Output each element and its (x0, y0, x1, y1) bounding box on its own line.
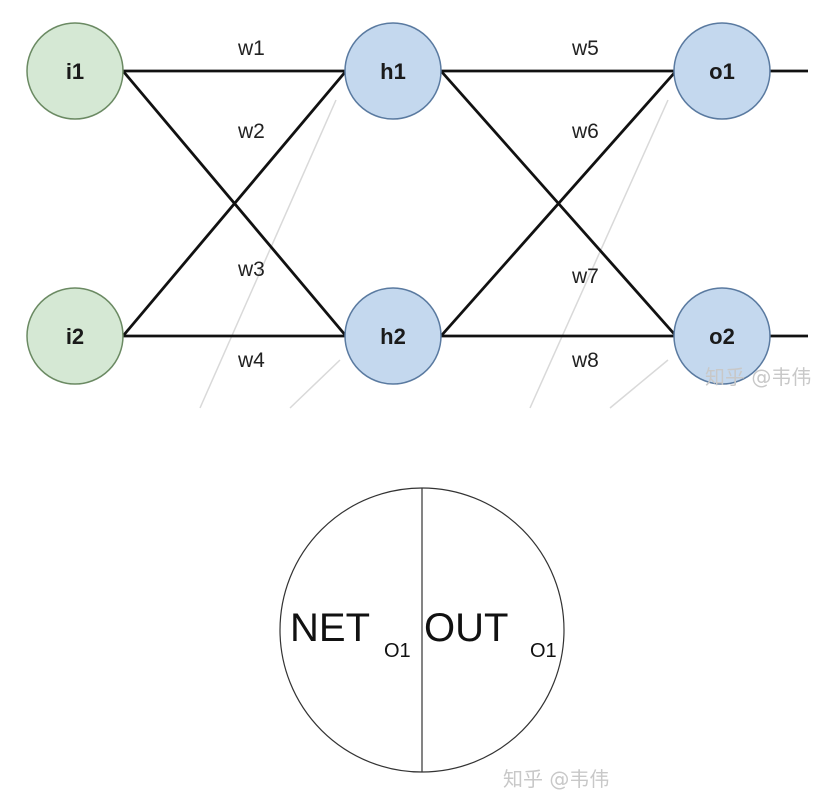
weight-label-w7: w7 (571, 265, 599, 288)
weight-label-w5: w5 (571, 37, 599, 60)
net-subscript: O1 (384, 640, 411, 662)
faint-line (609, 359, 669, 409)
background-lines (199, 99, 669, 409)
out-label: OUT (424, 606, 508, 650)
edges (121, 69, 808, 338)
faint-line (529, 99, 669, 409)
net-label: NET (290, 606, 370, 650)
output-node-o1: o1 (673, 22, 771, 120)
node-label-h2: h2 (380, 324, 406, 349)
node-label-i2: i2 (66, 324, 84, 349)
node-label-o2: o2 (709, 324, 735, 349)
watermark-bottom: 知乎 @韦伟 (503, 767, 609, 791)
hidden-node-h2: h2 (344, 287, 442, 385)
input-node-i2: i2 (26, 287, 124, 385)
out-subscript: O1 (530, 640, 557, 662)
node-label-i1: i1 (66, 59, 84, 84)
input-node-circle (26, 22, 124, 120)
input-node-circle (26, 287, 124, 385)
node-label-h1: h1 (380, 59, 406, 84)
edge-w7 (439, 70, 678, 337)
watermark-top: 知乎 @韦伟 (705, 365, 811, 389)
weight-label-w8: w8 (571, 349, 599, 372)
node-label-o1: o1 (709, 59, 735, 84)
neuron-detail: NET O1 OUT O1 (279, 487, 565, 773)
faint-line (199, 99, 337, 409)
hidden-node-circle (344, 22, 442, 120)
hidden-node-circle (344, 287, 442, 385)
input-node-i1: i1 (26, 22, 124, 120)
output-node-o2: o2 (673, 287, 771, 385)
hidden-node-h1: h1 (344, 22, 442, 120)
weight-label-w6: w6 (571, 120, 599, 143)
edge-w3 (121, 70, 348, 337)
weight-label-w2: w2 (237, 120, 265, 143)
faint-line (289, 359, 341, 409)
weight-label-w4: w4 (237, 349, 265, 372)
output-node-circle (673, 22, 771, 120)
weight-label-w3: w3 (237, 258, 265, 281)
output-node-circle (673, 287, 771, 385)
weight-label-w1: w1 (237, 37, 265, 60)
